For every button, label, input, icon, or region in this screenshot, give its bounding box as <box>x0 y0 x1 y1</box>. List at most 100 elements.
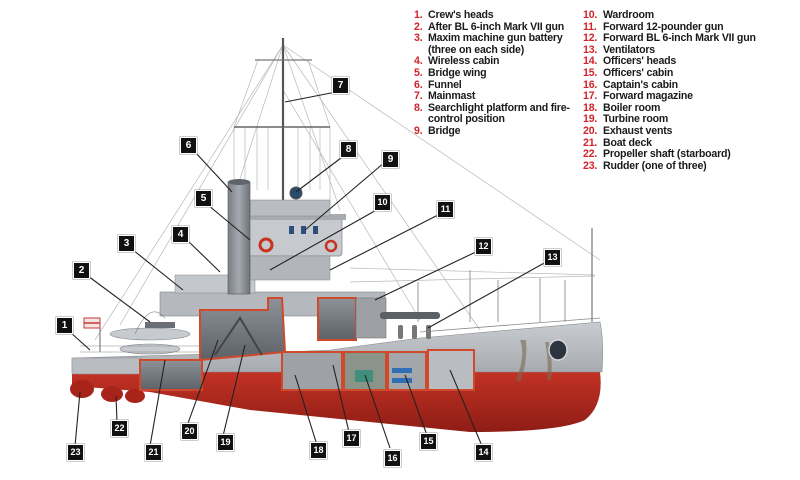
legend-item: 9. Bridge <box>414 124 574 138</box>
legend-number: 4. <box>414 55 423 68</box>
stern-step <box>71 357 143 375</box>
legend-column-1: 1. Crew's heads 2.After BL 6-inch Mark VI… <box>414 9 574 138</box>
wardroom-block <box>249 255 331 281</box>
legend-item: 12. Forward BL 6-inch Mark VII gun <box>583 33 793 45</box>
legend-text: Wardroom <box>603 9 654 21</box>
legend-item: 15.Officers' cabin <box>583 66 793 80</box>
legend-text: Propeller shaft (starboard) <box>603 148 731 161</box>
callout-6: 6 <box>180 137 197 154</box>
searchlight-platform <box>249 199 331 217</box>
legend-item: 21. Boat deck <box>583 136 793 150</box>
legend-item: 4. Wireless cabin <box>414 56 574 68</box>
legend-item: 6.Funnel <box>414 78 574 92</box>
bridge-roof <box>228 214 346 220</box>
callout-16: 16 <box>384 450 401 467</box>
callout-4: 4 <box>172 226 189 243</box>
callout-10: 10 <box>374 194 391 211</box>
legend-number: 21. <box>583 136 598 149</box>
callout-2: 2 <box>73 262 90 279</box>
legend-item: 13. Ventilators <box>583 43 793 57</box>
callout-18: 18 <box>310 442 327 459</box>
callout-7: 7 <box>332 77 349 94</box>
legend-text: Captain's cabin <box>603 78 678 91</box>
ensign-flag <box>83 317 101 352</box>
legend-text: Mainmast <box>428 90 476 103</box>
callout-22: 22 <box>111 420 128 437</box>
legend-item: 11. Forward 12-pounder gun <box>583 20 793 34</box>
legend-number: 18. <box>583 101 598 114</box>
captain-chair <box>355 370 373 382</box>
leader-lines <box>69 91 547 449</box>
legend-text: Bridge wing <box>428 66 487 79</box>
legend-text: Forward BL 6-inch Mark VII gun <box>603 32 756 45</box>
callout-3: 3 <box>118 235 135 252</box>
legend-number: 13. <box>583 43 598 56</box>
legend-text: Officers' cabin <box>603 66 674 79</box>
legend-item: 19.Turbine room <box>583 114 793 126</box>
legend-text: Maxim machine gun battery (three on each… <box>428 32 563 56</box>
legend-number: 23. <box>583 159 598 172</box>
legend-text: Bridge <box>428 124 461 137</box>
legend-number: 1. <box>414 9 423 21</box>
callout-12: 12 <box>475 238 492 255</box>
legend-text: Forward 12-pounder gun <box>603 20 724 33</box>
legend-text: Searchlight platform and fire-control po… <box>428 101 570 126</box>
legend-item: 23. Rudder (one of three) <box>583 159 793 173</box>
after-gun <box>145 322 175 328</box>
legend-number: 5. <box>414 66 423 79</box>
legend-number: 9. <box>414 124 423 137</box>
callout-20: 20 <box>181 423 198 440</box>
legend-number: 19. <box>583 113 598 126</box>
callout-1: 1 <box>56 317 73 334</box>
legend-text: After BL 6-inch Mark VII gun <box>428 20 565 33</box>
legend-text: Forward magazine <box>603 90 693 103</box>
cabin-bunks <box>392 368 412 383</box>
legend-text: Boiler room <box>603 101 661 114</box>
turbine-frame <box>214 316 263 356</box>
lifebuoy-icon <box>324 239 338 253</box>
legend-number: 12. <box>583 32 598 45</box>
legend-number: 10. <box>583 9 598 21</box>
callout-8: 8 <box>340 141 357 158</box>
legend-item: 8. Searchlight platform and fire-control … <box>414 101 574 126</box>
callout-15: 15 <box>420 433 437 450</box>
legend-item: 17. Forward magazine <box>583 91 793 103</box>
mainmast <box>234 38 330 200</box>
boats <box>109 311 191 355</box>
legend-item: 18. Boiler room <box>583 101 793 115</box>
legend-item: 7. Mainmast <box>414 91 574 103</box>
legend-text: Exhaust vents <box>603 124 673 137</box>
callout-17: 17 <box>343 430 360 447</box>
legend-text: Officers' heads <box>603 55 677 68</box>
legend-number: 8. <box>414 101 423 114</box>
legend-number: 6. <box>414 78 423 91</box>
legend-number: 14. <box>583 55 598 68</box>
anchor-hawse <box>548 339 568 361</box>
lifebuoy-icon <box>258 237 274 253</box>
legend-number: 11. <box>583 20 597 33</box>
callout-14: 14 <box>475 444 492 461</box>
legend-item: 5. Bridge wing <box>414 66 574 80</box>
legend-text: Crew's heads <box>428 9 494 21</box>
legend-text: Rudder (one of three) <box>603 159 707 172</box>
callout-21: 21 <box>145 444 162 461</box>
legend-number: 7. <box>414 90 423 103</box>
bridge-windows <box>289 226 318 234</box>
legend-item: 22.Propeller shaft (starboard) <box>583 149 793 161</box>
callout-13: 13 <box>544 249 561 266</box>
rudders <box>70 380 145 403</box>
legend-text: Boat deck <box>603 136 652 149</box>
legend-item: 16.Captain's cabin <box>583 78 793 92</box>
legend-item: 10. Wardroom <box>583 9 793 22</box>
forward-gun <box>355 297 440 339</box>
legend-column-2: 10. Wardroom 11. Forward 12-pounder gun 12… <box>583 9 793 173</box>
legend-text: Wireless cabin <box>428 55 500 68</box>
ventilators <box>398 325 431 339</box>
legend-text: Ventilators <box>603 43 655 56</box>
legend-item: 14. Officers' heads <box>583 56 793 68</box>
callout-5: 5 <box>195 190 212 207</box>
legend-number: 17. <box>583 90 598 103</box>
legend-item: 20.Exhaust vents <box>583 124 793 138</box>
legend-item: 2.After BL 6-inch Mark VII gun <box>414 20 574 34</box>
